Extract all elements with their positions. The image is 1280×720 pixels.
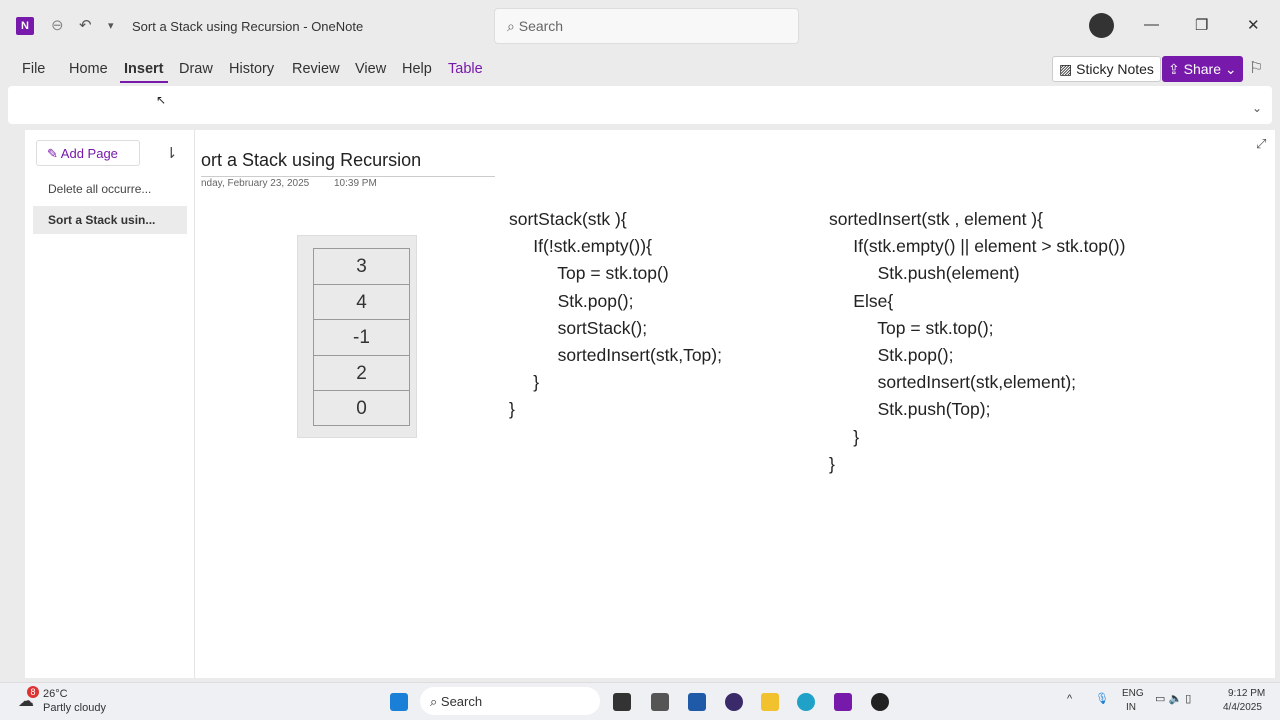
page-item[interactable]: Delete all occurre... (48, 182, 152, 196)
add-page-button[interactable]: ✎ Add Page (36, 140, 140, 166)
eclipse-icon[interactable] (725, 693, 743, 711)
mouse-cursor-icon: ↖ (156, 93, 167, 107)
code-line: Stk.push(element) (829, 263, 1020, 284)
window-title: Sort a Stack using Recursion - OneNote (132, 19, 364, 34)
quick-access-dropdown-icon[interactable]: ▾ (108, 20, 114, 32)
add-page-label: Add Page (60, 146, 118, 161)
search-box[interactable]: ⌕ Search (494, 8, 799, 44)
close-button[interactable]: ✕ (1247, 17, 1260, 34)
tab-help[interactable]: Help (402, 61, 432, 77)
code-line: If(stk.empty() || element > stk.top()) (829, 236, 1126, 257)
taskbar-search[interactable]: ⌕ Search (420, 687, 600, 715)
sticky-notes-button[interactable]: ▨ Sticky Notes (1052, 56, 1161, 82)
language-label[interactable]: ENG (1122, 688, 1144, 699)
page-title[interactable]: ort a Stack using Recursion (201, 150, 495, 177)
taskbar: ☁ 8 26°C Partly cloudy ⌕ Search ^ 🎙 ENG … (0, 682, 1280, 720)
fullscreen-icon[interactable]: ⤢ (1256, 136, 1267, 151)
tab-review[interactable]: Review (292, 61, 340, 77)
sort-icon[interactable]: ⇂ (165, 145, 178, 162)
title-bar: N ⊖ ↶ ▾ Sort a Stack using Recursion - O… (0, 0, 1280, 52)
code-line: Top = stk.top() (509, 263, 669, 284)
code-line: sortStack(stk ){ (509, 209, 627, 229)
clock-time[interactable]: 9:12 PM (1228, 688, 1266, 699)
microphone-icon[interactable]: 🎙 (1095, 693, 1109, 705)
page-time: 10:39 PM (334, 178, 377, 189)
code-line: If(!stk.empty()){ (509, 236, 652, 257)
stack-cell[interactable]: 4 (313, 283, 410, 319)
start-icon[interactable] (390, 693, 408, 711)
code-line: } (509, 372, 540, 393)
onenote-logo-icon: N (16, 17, 34, 35)
store-icon[interactable] (688, 693, 706, 711)
taskbar-search-label: Search (440, 694, 483, 709)
code-line: sortedInsert(stk,element); (829, 372, 1077, 393)
add-page-icon: ✎ (47, 146, 61, 161)
stack-cell[interactable]: 0 (313, 390, 410, 426)
code-line: sortedInsert(stk , element ){ (829, 209, 1043, 229)
clock-date[interactable]: 4/4/2025 (1223, 702, 1262, 713)
expand-ribbon-icon[interactable]: ⌄ (1252, 101, 1263, 115)
share-label: Share ⌄ (1183, 61, 1237, 77)
code-line: Top = stk.top(); (829, 317, 994, 338)
tab-home[interactable]: Home (69, 61, 108, 77)
tab-table[interactable]: Table (448, 61, 483, 77)
terminal-icon[interactable] (613, 693, 631, 711)
code-line: } (829, 453, 835, 474)
sticky-notes-icon: ▨ (1059, 61, 1077, 77)
stack-table[interactable]: 3 4 -1 2 0 (297, 235, 417, 438)
tab-draw[interactable]: Draw (179, 61, 213, 77)
weather-temp[interactable]: 26°C (43, 688, 68, 700)
app-icon[interactable] (651, 693, 669, 711)
sticky-notes-label: Sticky Notes (1076, 61, 1154, 77)
code-line: } (829, 426, 860, 447)
search-icon: ⌕ (430, 694, 441, 709)
tab-history[interactable]: History (229, 61, 275, 77)
stack-cell[interactable]: -1 (313, 319, 410, 355)
tab-file[interactable]: File (22, 61, 46, 77)
share-icon: ⇪ (1168, 61, 1184, 77)
back-icon[interactable]: ⊖ (51, 17, 64, 34)
code-line: Else{ (829, 290, 894, 311)
edge-icon[interactable] (797, 693, 815, 711)
page-canvas[interactable] (25, 130, 1275, 678)
network-volume-battery-icons[interactable]: ▭ 🔈 ▯ (1155, 693, 1192, 705)
onenote-taskbar-icon[interactable] (834, 693, 852, 711)
region-label[interactable]: IN (1126, 702, 1136, 713)
weather-desc[interactable]: Partly cloudy (43, 702, 106, 714)
search-icon: ⌕ (507, 18, 519, 34)
ribbon (8, 86, 1272, 124)
file-explorer-icon[interactable] (761, 693, 779, 711)
stack-cell[interactable]: 2 (313, 354, 410, 390)
code-line: Stk.push(Top); (829, 399, 991, 420)
avatar[interactable] (1089, 13, 1114, 38)
restore-button[interactable]: ❐ (1195, 17, 1209, 34)
stack-cell[interactable]: 3 (313, 248, 410, 284)
weather-badge: 8 (27, 686, 39, 698)
code-line: Stk.pop(); (509, 290, 634, 311)
code-block-sortedinsert[interactable]: sortedInsert(stk , element ){ If(stk.emp… (829, 206, 1249, 478)
page-date: nday, February 23, 2025 (201, 178, 310, 189)
tab-view[interactable]: View (355, 61, 387, 77)
code-block-sortstack[interactable]: sortStack(stk ){ If(!stk.empty()){ Top =… (509, 206, 809, 424)
obs-icon[interactable] (871, 693, 889, 711)
page-item-selected[interactable]: Sort a Stack usin... (33, 206, 187, 234)
code-line: sortedInsert(stk,Top); (509, 344, 722, 365)
tray-overflow-icon[interactable]: ^ (1067, 693, 1073, 705)
code-line: Stk.pop(); (829, 344, 954, 365)
code-line: } (509, 399, 515, 420)
tab-insert[interactable]: Insert (120, 61, 167, 83)
share-button[interactable]: ⇪ Share ⌄ (1162, 56, 1243, 82)
search-placeholder: Search (518, 18, 564, 34)
feedback-icon[interactable]: ⚐ (1249, 60, 1264, 77)
code-line: sortStack(); (509, 317, 648, 338)
undo-icon[interactable]: ↶ (79, 17, 92, 34)
minimize-button[interactable]: — (1144, 16, 1159, 33)
